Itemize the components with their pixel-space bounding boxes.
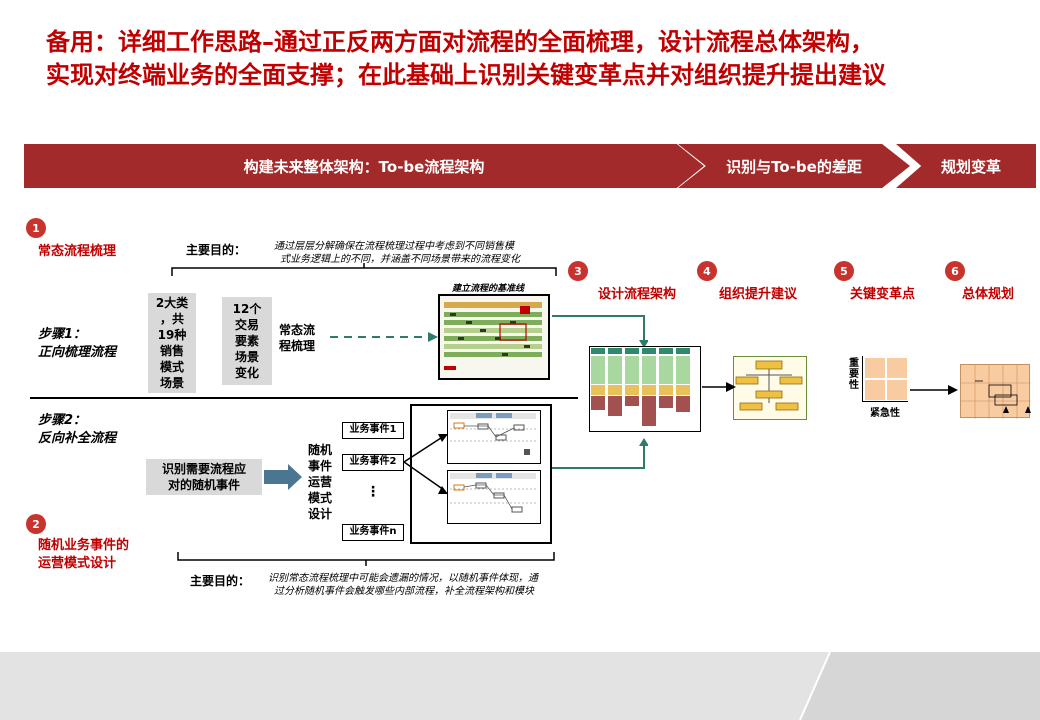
footer-decoration (799, 651, 1040, 720)
sales-mode-line: 销售 (159, 344, 184, 358)
section1-bracket (171, 263, 557, 276)
random-event-design-label: 随机 事件 运营 模式 设计 (306, 442, 334, 522)
arrow-to-overall-plan (910, 385, 958, 395)
process-architecture-graphic (591, 348, 690, 426)
step-number-4: 4 (697, 261, 717, 281)
step1-line-1: 步骤1： (38, 327, 87, 342)
baseline-process-graphic (440, 296, 548, 378)
sales-mode-line: ，共 (159, 312, 184, 326)
section1-purpose-text: 通过层层分解确保在流程梳理过程中考虑到不同销售模 式业务逻辑上的不同，并涵盖不同… (274, 240, 564, 266)
urgency-axis-label: 紧急性 (870, 408, 900, 419)
banner-to-be-architecture: 构建未来整体架构：To-be流程架构 (24, 144, 704, 188)
identify-events-line-2: 对的随机事件 (167, 478, 240, 492)
event-process-thumbnail-2 (447, 470, 541, 524)
section1-purpose-line-2: 式业务逻辑上的不同，并涵盖不同场景带来的流程变化 (280, 254, 520, 265)
banner-gap-identification: 识别与To-be的差距 (678, 144, 910, 188)
org-chart-graphic (735, 360, 803, 411)
step1-line-2: 正向梳理流程 (38, 345, 117, 360)
transaction-line: 要素 (234, 334, 259, 348)
event-process-container (410, 404, 552, 544)
sales-mode-line: 场景 (159, 376, 184, 390)
org-chart-thumbnail (733, 356, 807, 420)
architecture-connectors (552, 315, 648, 469)
event-process-graphic-1 (450, 413, 536, 455)
step-number-1: 1 (26, 218, 46, 238)
section2-label-line-1: 随机业务事件的 (38, 538, 130, 553)
random-event-line: 随机 (307, 443, 332, 457)
section2-purpose-text: 识别常态流程梳理中可能会遗漏的情况，以随机事件体现，通 过分析随机事件会触发哪些… (268, 572, 568, 598)
sales-mode-box: 2大类 ，共 19种 销售 模式 场景 (148, 293, 196, 393)
step-number-2: 2 (26, 514, 46, 534)
sales-mode-line: 模式 (159, 360, 184, 374)
baseline-process-thumbnail (438, 294, 550, 380)
business-event-2: 业务事件2 (342, 454, 404, 471)
footer-band (0, 651, 1040, 720)
event-process-thumbnail-1 (447, 410, 541, 464)
title-line-1: 备用：详细工作思路–通过正反两方面对流程的全面梳理，设计流程总体架构， (46, 28, 874, 56)
identify-events-line-1: 识别需要流程应 (161, 462, 246, 476)
random-event-line: 运营 (307, 475, 332, 489)
business-event-1: 业务事件1 (342, 422, 404, 439)
sales-mode-line: 2大类 (155, 296, 189, 310)
section2-purpose-label: 主要目的： (190, 574, 251, 588)
random-event-line: 模式 (307, 491, 332, 505)
banner-plan-change: 规划变革 (896, 144, 1036, 188)
step2-line-2: 反向补全流程 (38, 431, 117, 446)
section2-label-line-2: 运营模式设计 (38, 556, 117, 571)
page-title: 备用：详细工作思路–通过正反两方面对流程的全面梳理，设计流程总体架构， 实现对终… (46, 26, 1026, 92)
event-branch-arrows (404, 434, 448, 494)
transaction-line: 交易 (234, 318, 259, 332)
random-event-line: 事件 (307, 459, 332, 473)
section2-label: 随机业务事件的 运营模式设计 (38, 537, 129, 573)
overall-plan-graphic (961, 365, 1031, 419)
identify-events-box: 识别需要流程应 对的随机事件 (146, 459, 262, 495)
events-ellipsis: ⋮ (366, 484, 380, 500)
stage-label-key-change-points: 关键变革点 (850, 287, 916, 302)
transaction-line: 12个 (232, 302, 262, 316)
transaction-element-box: 12个 交易 要素 场景 变化 (222, 297, 272, 385)
overall-plan-thumbnail (960, 364, 1031, 419)
priority-matrix (862, 356, 908, 402)
arrow-to-org-chart (702, 382, 736, 392)
banner-label-1: 构建未来整体架构：To-be流程架构 (243, 157, 485, 176)
priority-matrix-graphic (865, 358, 907, 400)
sales-mode-line: 19种 (157, 328, 187, 342)
stage-label-org-improvement: 组织提升建议 (719, 287, 798, 302)
section-divider (30, 397, 578, 399)
step-number-6: 6 (945, 261, 965, 281)
section1-label: 常态流程梳理 (38, 244, 117, 259)
section2-bracket (177, 552, 555, 566)
banner-label-2: 识别与To-be的差距 (726, 157, 862, 176)
section1-purpose-line-1: 通过层层分解确保在流程梳理过程中考虑到不同销售模 (274, 241, 514, 252)
section1-purpose-label: 主要目的： (186, 243, 247, 257)
step2-line-1: 步骤2： (38, 413, 87, 428)
importance-axis-label: 重要性 (849, 358, 859, 391)
event-process-graphic-2 (450, 473, 536, 513)
step-number-5: 5 (834, 261, 854, 281)
process-architecture-thumbnail (589, 346, 701, 432)
stage-label-design-architecture: 设计流程架构 (598, 287, 677, 302)
transaction-line: 变化 (234, 366, 259, 380)
step-number-3: 3 (568, 261, 588, 281)
block-arrow-right-icon (264, 464, 302, 490)
transaction-line: 场景 (234, 350, 259, 364)
step2-label: 步骤2： 反向补全流程 (38, 412, 116, 448)
baseline-label: 建立流程的基准线 (452, 284, 525, 294)
step1-label: 步骤1： 正向梳理流程 (38, 326, 116, 362)
random-event-line: 设计 (307, 507, 332, 521)
stage-label-overall-plan: 总体规划 (962, 287, 1015, 302)
title-line-2: 实现对终端业务的全面支撑；在此基础上识别关键变革点并对组织提升提出建议 (46, 61, 886, 89)
section2-purpose-line-2: 过分析随机事件会触发哪些内部流程，补全流程架构和模块 (274, 586, 534, 597)
business-event-n: 业务事件n (342, 524, 404, 541)
normal-process-line-2: 程梳理 (279, 339, 316, 353)
section2-purpose-line-1: 识别常态流程梳理中可能会遗漏的情况，以随机事件体现，通 (268, 573, 538, 584)
normal-process-line-1: 常态流 (279, 323, 316, 337)
baseline-dashed-arrow (330, 332, 438, 342)
normal-process-label: 常态流 程梳理 (279, 322, 315, 354)
banner-label-3: 规划变革 (940, 157, 1001, 176)
